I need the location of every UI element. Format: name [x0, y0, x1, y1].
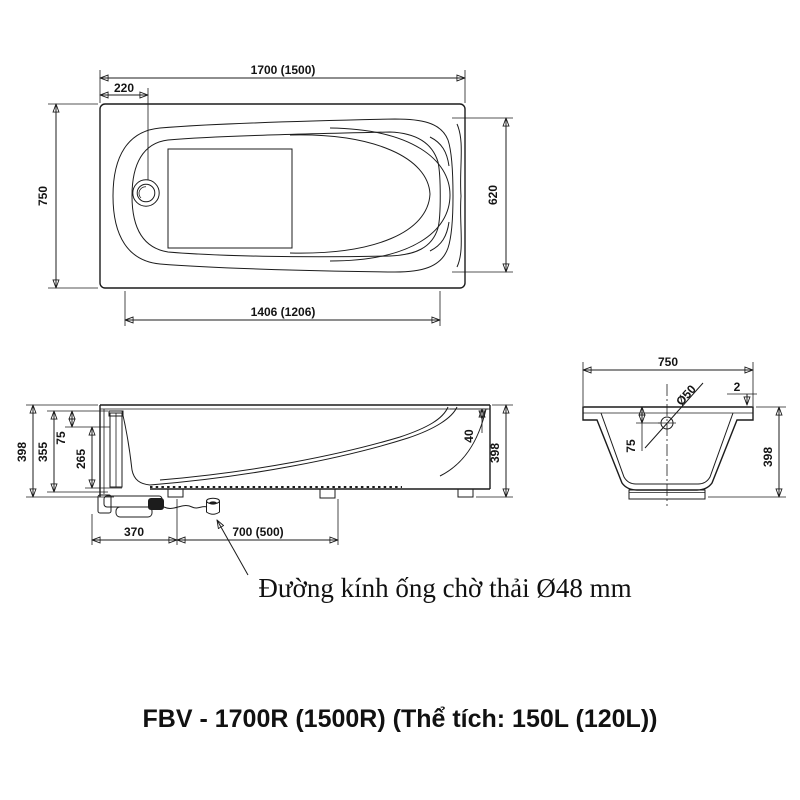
dim-depth-below-overflow: 265 [74, 427, 122, 488]
backrest-curve-outer [329, 127, 451, 262]
foot [167, 488, 184, 498]
deck-contour-right [456, 123, 462, 268]
end-view: Ø50 750 75 2 398 [582, 355, 786, 506]
trap [115, 506, 153, 518]
dim-text: 40 [462, 429, 476, 443]
dim-text: 620 [486, 185, 500, 205]
floor-sweep-2 [159, 406, 449, 481]
dim-text: 750 [658, 355, 678, 369]
arrow-leader [217, 520, 249, 576]
dim-text: 75 [54, 431, 68, 445]
dim-overall-height-end: 398 [708, 407, 786, 497]
dim-overall-length: 1700 (1500) [100, 63, 465, 103]
drain-circle-inner [136, 183, 156, 203]
page-title: FBV - 1700R (1500R) (Thể tích: 150L (120… [143, 705, 658, 733]
outlet-stub [206, 501, 220, 515]
dim-text: 370 [124, 525, 144, 539]
opening-outline-inner [131, 131, 441, 258]
dim-text: 265 [74, 449, 88, 469]
antislip-pattern [167, 148, 293, 249]
dim-flange-thickness: 2 [727, 380, 757, 405]
leader-line [644, 382, 704, 449]
dim-text: 2 [734, 380, 741, 394]
backrest-curve [289, 134, 431, 254]
coupling [148, 498, 164, 510]
hose [163, 505, 208, 509]
drain-elbow [97, 494, 112, 514]
floor-sweep-1 [149, 406, 458, 486]
drain-annotation: Đường kính ống chờ thải Ø48 mm [217, 520, 632, 603]
inner-wall-left [121, 410, 151, 486]
dim-text: 398 [761, 447, 775, 467]
deck-hook-top [429, 136, 450, 167]
outlet-hole [209, 501, 217, 505]
dim-text: 1700 (1500) [251, 63, 316, 77]
foot [457, 488, 474, 498]
dim-text: 355 [36, 442, 50, 462]
dim-rim-edge: 40 [450, 409, 488, 443]
flange-outline [582, 406, 754, 491]
drain-plumbing [97, 494, 220, 518]
dim-text: 220 [114, 81, 134, 95]
dim-drain-offset-end: 75 [624, 407, 660, 453]
dim-overall-width-end: 750 [583, 355, 753, 406]
dim-overall-height-right: 398 [476, 405, 513, 497]
dim-text: 398 [488, 443, 502, 463]
dim-text: 398 [15, 442, 29, 462]
rim-outline [99, 103, 466, 289]
dim-inner-height: 355 [36, 411, 108, 492]
dim-text: Ø50 [673, 382, 699, 408]
opening-outline-outer [112, 118, 454, 273]
foot [319, 488, 336, 499]
annotation-text: Đường kính ống chờ thải Ø48 mm [258, 573, 631, 603]
dim-drain-offset: 220 [100, 81, 148, 180]
dim-overall-height-left: 398 [15, 405, 114, 497]
dim-overflow-offset: 75 [54, 411, 110, 445]
deck-hook-bottom [429, 221, 450, 252]
top-view: 1700 (1500) 220 750 620 1406 (1206) [36, 63, 513, 326]
dim-overall-width: 750 [36, 104, 98, 288]
dim-text: 750 [36, 186, 50, 206]
dim-text: 700 (500) [232, 525, 283, 539]
dim-inner-width: 620 [452, 118, 513, 272]
dim-text: 75 [624, 439, 638, 453]
dim-bottom-lengths: 370 700 (500) [92, 499, 338, 545]
dim-inner-bottom-length: 1406 (1206) [125, 291, 440, 326]
drain-circle-outer [132, 179, 160, 207]
drain-arc [138, 186, 147, 199]
dim-text: 1406 (1206) [251, 305, 316, 319]
side-view: 398 355 75 265 40 398 [15, 404, 513, 545]
